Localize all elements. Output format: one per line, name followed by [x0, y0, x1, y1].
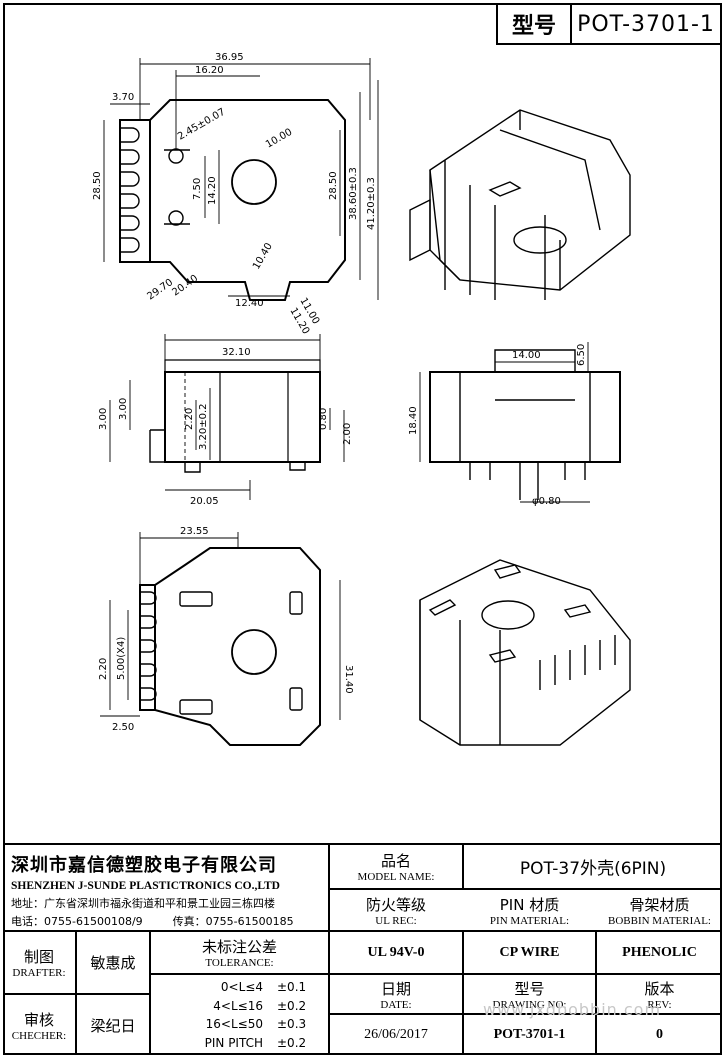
dim-top-j: 38.60±0.3 — [348, 167, 359, 220]
tol-value: ±0.3 — [277, 1017, 307, 1031]
dim-side-b: 6.50 — [576, 344, 587, 366]
bottom-view — [100, 532, 341, 746]
code-key: 型号 — [498, 5, 572, 43]
dim-front-c: 3.00 — [118, 398, 129, 420]
ul-label-cn: 防火等级 — [365, 895, 426, 914]
dim-top-a: 36.95 — [215, 52, 244, 63]
dim-top-b: 16.20 — [195, 65, 224, 76]
company-name-en: SHENZHEN J-SUNDE PLASTICTRONICS CO.,LTD — [11, 880, 280, 892]
drafter-label-cn: 制图 — [23, 948, 54, 966]
dim-top-k: 41.20±0.3 — [366, 177, 377, 230]
dim-front-f: 0.80 — [318, 408, 329, 430]
dim-top-i: 28.50 — [328, 171, 339, 200]
bobbin-label-cn: 骨架材质 — [629, 895, 690, 914]
dim-top-h: 10.00 — [264, 127, 294, 151]
dim-side-a: 14.00 — [512, 350, 541, 361]
ul-label-en: UL REC: — [375, 914, 417, 927]
model-label-en: MODEL NAME: — [357, 871, 435, 883]
company-name-cn: 深圳市嘉信德塑胶电子有限公司 — [11, 855, 277, 876]
dim-top-c: 3.70 — [112, 92, 134, 103]
company-phone: 电话：0755-61500108/9 — [11, 915, 143, 928]
tol-value: ±0.1 — [277, 980, 307, 994]
tol-value: ±0.2 — [277, 998, 307, 1013]
front-view — [109, 334, 345, 500]
drawing-label-en: DRAWING NO: — [492, 998, 567, 1011]
dim-bottom-d: 2.50 — [112, 722, 134, 733]
checker-label-cn: 审核 — [23, 1010, 54, 1029]
dim-side-d: φ0.80 — [532, 496, 561, 507]
dim-front-g: 2.00 — [342, 423, 353, 445]
pin-label-cn: PIN 材质 — [499, 895, 560, 914]
dim-top-o: 10.40 — [251, 241, 275, 271]
technical-drawing: 36.95 16.20 3.70 2.45±0.07 28.50 7.50 14… — [92, 52, 631, 746]
dim-front-e: 3.20±0.2 — [198, 403, 209, 450]
model-label-cn: 品名 — [380, 852, 411, 870]
tolerance-label-en: TOLERANCE: — [205, 957, 274, 969]
drawing-frame — [3, 3, 722, 1055]
watermark: www.jxdbobbin.com — [483, 1000, 662, 1019]
dim-top-g: 14.20 — [207, 176, 218, 205]
company-fax: 传真：0755-61500185 — [172, 915, 294, 928]
model-value: POT-37外壳(6PIN) — [519, 859, 667, 879]
side-view — [419, 342, 621, 503]
dim-top-m: 20.40 — [170, 273, 200, 298]
dim-top-e: 28.50 — [92, 171, 103, 200]
iso-view-upper — [409, 109, 631, 300]
drafter-name: 敏惠成 — [90, 954, 136, 972]
dim-bottom-a: 23.55 — [180, 526, 209, 537]
pin-label-en: PIN MATERIAL: — [489, 914, 570, 927]
drawing-code-box: 型号 POT-3701-1 — [496, 3, 722, 45]
pin-value: CP WIRE — [499, 944, 560, 960]
drawing-label-cn: 型号 — [514, 979, 545, 998]
tol-value: ±0.2 — [277, 1035, 307, 1050]
tol-range: PIN PITCH — [204, 1035, 263, 1050]
dim-front-b: 3.00 — [98, 408, 109, 430]
rev-label-en: REV: — [647, 998, 672, 1011]
date-label-en: DATE: — [380, 998, 412, 1011]
dim-bottom-c: 2.20 — [98, 658, 109, 680]
tol-range: 0<L≤4 — [220, 980, 263, 994]
checker-label-en: CHECHER: — [11, 1029, 67, 1042]
dim-bottom-e: 31.40 — [343, 665, 354, 694]
dim-top-n: 12.40 — [235, 298, 264, 309]
checker-name: 梁纪日 — [90, 1016, 136, 1035]
dim-top-f: 7.50 — [192, 178, 203, 200]
dim-side-c: 18.40 — [408, 406, 419, 435]
dim-front-h: 20.05 — [190, 496, 219, 507]
drafter-label-en: DRAFTER: — [12, 967, 66, 979]
drawing-value: POT-3701-1 — [493, 1027, 566, 1042]
top-view — [103, 58, 379, 301]
dim-front-d: 2.20 — [184, 408, 195, 430]
tol-range: 4<L≤16 — [213, 998, 263, 1013]
code-value: POT-3701-1 — [577, 11, 715, 37]
bobbin-label-en: BOBBIN MATERIAL: — [608, 914, 711, 927]
company-address: 地址：广东省深圳市福永街道和平和景工业园三栋四楼 — [11, 897, 275, 910]
date-label-cn: 日期 — [380, 979, 411, 998]
rev-label-cn: 版本 — [644, 979, 675, 998]
rev-value: 0 — [656, 1027, 663, 1042]
bobbin-value: PHENOLIC — [622, 944, 697, 960]
tolerance-table: 0<L≤4 ±0.1 4<L≤16 ±0.2 16<L≤50 ±0.3 PIN PIT… — [163, 978, 323, 1052]
ul-value: UL 94V-0 — [367, 944, 425, 960]
iso-view-lower — [419, 559, 631, 746]
date-value: 26/06/2017 — [364, 1027, 428, 1042]
dim-bottom-b: 5.00(X4) — [116, 637, 127, 680]
tol-range: 16<L≤50 — [205, 1017, 263, 1031]
dim-top-d: 2.45±0.07 — [176, 107, 227, 143]
tolerance-label-cn: 未标注公差 — [201, 938, 277, 956]
title-block: 深圳市嘉信德塑胶电子有限公司 SHENZHEN J-SUNDE PLASTICT… — [3, 843, 722, 1055]
dim-front-a: 32.10 — [222, 347, 251, 358]
